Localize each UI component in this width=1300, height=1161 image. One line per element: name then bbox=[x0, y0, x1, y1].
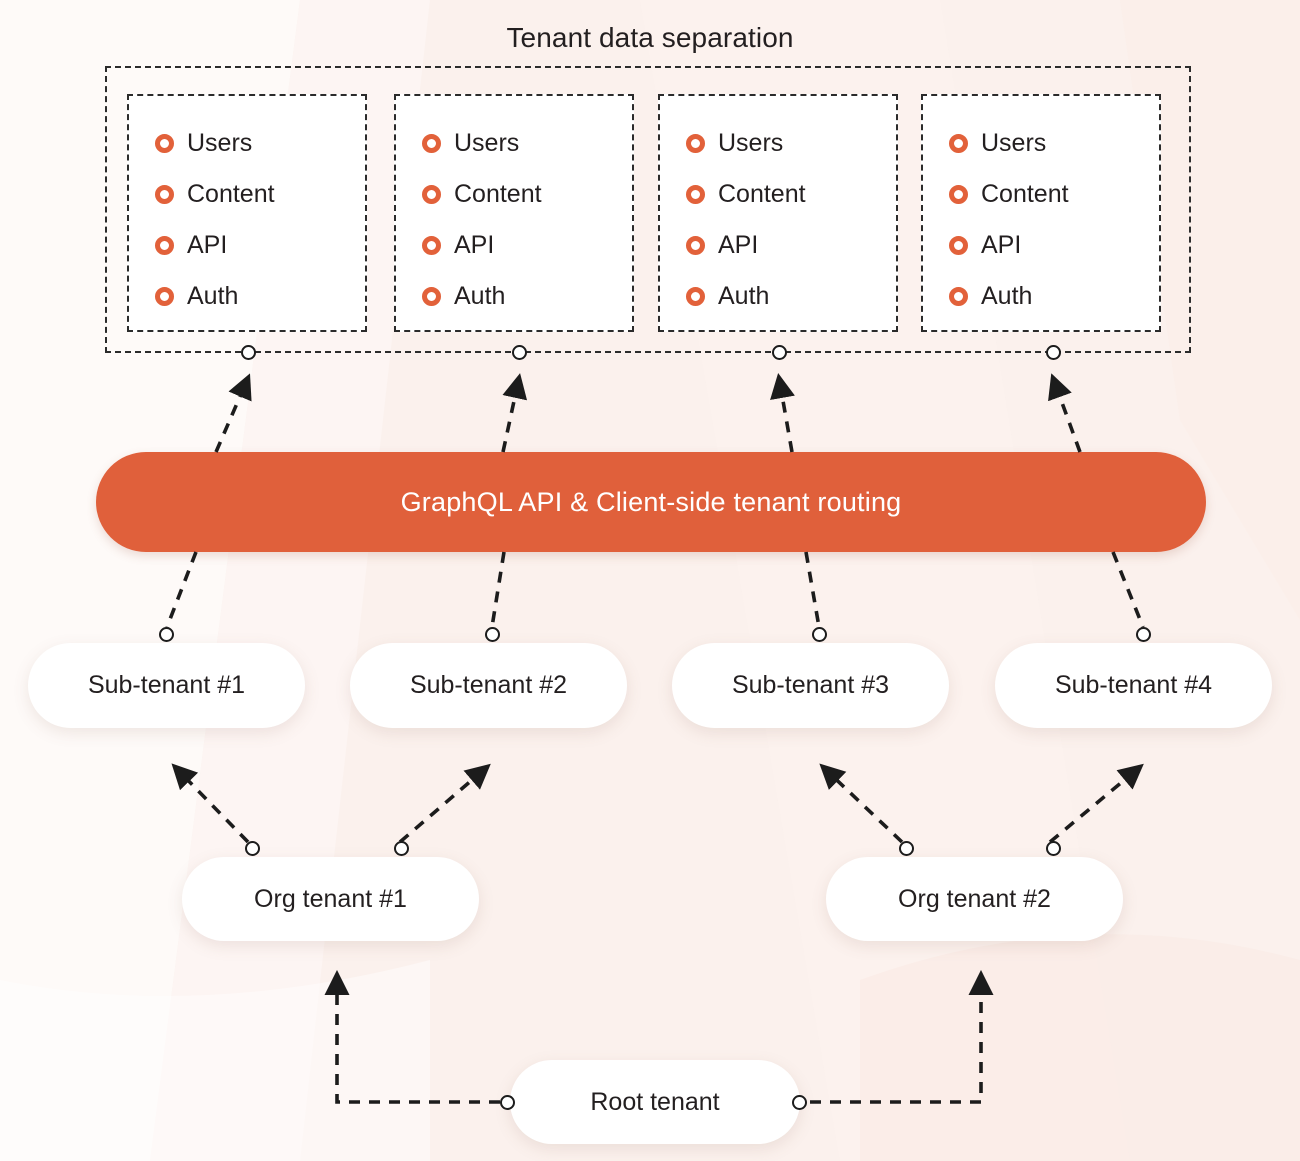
resource-label: Auth bbox=[718, 281, 770, 310]
node-sub-tenant-2[interactable]: Sub-tenant #2 bbox=[350, 643, 627, 728]
resource-label: API bbox=[454, 230, 495, 259]
node-label: Sub-tenant #3 bbox=[731, 671, 890, 699]
resource-label: Auth bbox=[187, 281, 239, 310]
node-sub-tenant-4[interactable]: Sub-tenant #4 bbox=[995, 643, 1272, 728]
graphql-api-bar[interactable]: GraphQL API & Client-side tenant routing bbox=[96, 452, 1206, 552]
resource-row: Auth bbox=[155, 271, 365, 321]
page-title: Tenant data separation bbox=[506, 22, 794, 53]
resource-row: Content bbox=[155, 169, 365, 219]
connector-dot-root-tenant-left[interactable] bbox=[500, 1095, 515, 1110]
resource-bullet-icon bbox=[422, 184, 441, 204]
resource-bullet-icon bbox=[422, 235, 441, 255]
resource-label: Auth bbox=[454, 281, 506, 310]
resource-row: Content bbox=[686, 169, 896, 219]
resource-bullet-icon bbox=[686, 286, 705, 306]
connector-dot-box-3[interactable] bbox=[772, 345, 787, 360]
resource-row: API bbox=[686, 220, 896, 270]
connector-dot-sub-tenant-4[interactable] bbox=[1136, 627, 1151, 642]
resource-bullet-icon bbox=[422, 286, 441, 306]
node-label: Sub-tenant #1 bbox=[87, 671, 246, 699]
node-org-tenant-1[interactable]: Org tenant #1 bbox=[182, 857, 479, 941]
resource-bullet-icon bbox=[155, 235, 174, 255]
resource-label: Content bbox=[981, 179, 1069, 208]
resource-bullet-icon bbox=[686, 235, 705, 255]
resource-row: Users bbox=[949, 118, 1159, 168]
resource-label: Users bbox=[187, 128, 253, 157]
tenant-resource-box[interactable]: Users Content API Auth bbox=[658, 94, 898, 332]
connector-dot-org-tenant-2-right[interactable] bbox=[1046, 841, 1061, 856]
resource-label: API bbox=[981, 230, 1022, 259]
tenant-resource-box[interactable]: Users Content API Auth bbox=[394, 94, 634, 332]
connector-dot-sub-tenant-3[interactable] bbox=[812, 627, 827, 642]
resource-row: Users bbox=[422, 118, 632, 168]
connector-dot-sub-tenant-2[interactable] bbox=[485, 627, 500, 642]
resource-bullet-icon bbox=[949, 184, 968, 204]
connector-dot-org-tenant-1-left[interactable] bbox=[245, 841, 260, 856]
resource-label: API bbox=[718, 230, 759, 259]
node-org-tenant-2[interactable]: Org tenant #2 bbox=[826, 857, 1123, 941]
resource-label: Content bbox=[187, 179, 275, 208]
node-label: Org tenant #2 bbox=[898, 884, 1051, 913]
resource-row: API bbox=[949, 220, 1159, 270]
resource-bullet-icon bbox=[949, 286, 968, 306]
resource-row: API bbox=[422, 220, 632, 270]
connector-dot-box-4[interactable] bbox=[1046, 345, 1061, 360]
graphql-api-bar-label: GraphQL API & Client-side tenant routing bbox=[400, 486, 902, 517]
resource-row: Auth bbox=[949, 271, 1159, 321]
resource-label: Content bbox=[718, 179, 806, 208]
resource-label: Content bbox=[454, 179, 542, 208]
node-sub-tenant-1[interactable]: Sub-tenant #1 bbox=[28, 643, 305, 728]
connector-dot-org-tenant-2-left[interactable] bbox=[899, 841, 914, 856]
resource-bullet-icon bbox=[155, 286, 174, 306]
resource-row: Auth bbox=[686, 271, 896, 321]
node-label: Root tenant bbox=[590, 1087, 720, 1116]
resource-row: Auth bbox=[422, 271, 632, 321]
connector-dot-root-tenant-right[interactable] bbox=[792, 1095, 807, 1110]
connector-dot-box-1[interactable] bbox=[241, 345, 256, 360]
connector-dot-sub-tenant-1[interactable] bbox=[159, 627, 174, 642]
resource-row: Users bbox=[155, 118, 365, 168]
node-label: Org tenant #1 bbox=[254, 884, 407, 913]
connector-dot-box-2[interactable] bbox=[512, 345, 527, 360]
resource-row: API bbox=[155, 220, 365, 270]
tenant-resource-box[interactable]: Users Content API Auth bbox=[921, 94, 1161, 332]
resource-row: Content bbox=[949, 169, 1159, 219]
resource-bullet-icon bbox=[686, 184, 705, 204]
connector-dot-org-tenant-1-right[interactable] bbox=[394, 841, 409, 856]
resource-bullet-icon bbox=[422, 133, 441, 153]
resource-bullet-icon bbox=[949, 133, 968, 153]
node-label: Sub-tenant #2 bbox=[409, 671, 568, 699]
node-sub-tenant-3[interactable]: Sub-tenant #3 bbox=[672, 643, 949, 728]
tenant-resource-box[interactable]: Users Content API Auth bbox=[127, 94, 367, 332]
resource-label: Users bbox=[718, 128, 784, 157]
node-root-tenant[interactable]: Root tenant bbox=[510, 1060, 800, 1144]
resource-row: Users bbox=[686, 118, 896, 168]
resource-row: Content bbox=[422, 169, 632, 219]
resource-bullet-icon bbox=[155, 133, 174, 153]
resource-label: API bbox=[187, 230, 228, 259]
resource-label: Users bbox=[454, 128, 520, 157]
resource-label: Users bbox=[981, 128, 1047, 157]
resource-bullet-icon bbox=[686, 133, 705, 153]
resource-bullet-icon bbox=[949, 235, 968, 255]
resource-label: Auth bbox=[981, 281, 1033, 310]
resource-bullet-icon bbox=[155, 184, 174, 204]
node-label: Sub-tenant #4 bbox=[1054, 671, 1213, 699]
